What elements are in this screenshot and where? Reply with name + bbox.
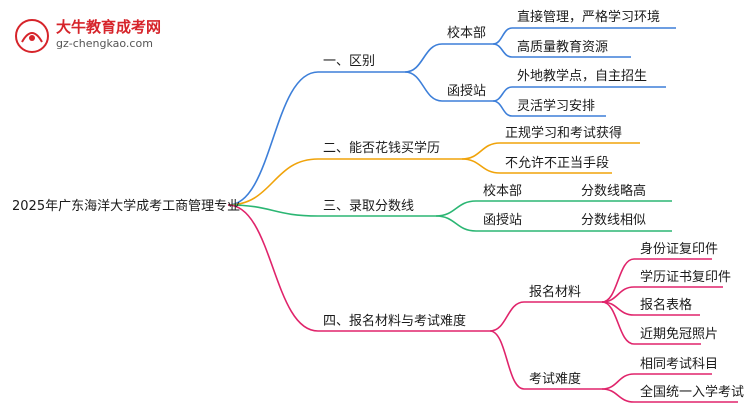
section-3-pair-1-value: 分数线略高 <box>581 184 647 199</box>
link-root-s3 <box>227 204 319 217</box>
section-4-group-1-item-2: 学历证书复印件 <box>640 270 732 285</box>
section-4-group-1-item-3: 报名表格 <box>640 298 693 313</box>
link-root-s4 <box>227 204 319 332</box>
link-root-s1 <box>227 71 319 206</box>
section-1-group-2-label: 函授站 <box>447 84 487 99</box>
link-s4-g2-i1 <box>601 373 635 390</box>
section-2-item-1: 正规学习和考试获得 <box>505 126 623 141</box>
link-s4-g1-i1 <box>601 258 635 303</box>
link-s3-p1 <box>435 200 477 217</box>
section-3-pair-1-label: 校本部 <box>483 184 523 199</box>
link-s1-g2-i1 <box>492 86 513 102</box>
section-1-group-2-item-1: 外地教学点，自主招生 <box>517 69 648 84</box>
section-3-pair-2-value: 分数线相似 <box>581 213 647 228</box>
section-2-item-2: 不允许不正当手段 <box>505 156 610 171</box>
logo-icon <box>15 19 49 53</box>
section-4-group-1-item-4: 近期免冠照片 <box>640 327 719 342</box>
section-4-label: 四、报名材料与考试难度 <box>323 314 467 329</box>
section-3-label: 三、录取分数线 <box>323 199 415 214</box>
link-s4-g1 <box>489 301 525 332</box>
logo-title: 大牛教育成考网 <box>56 18 162 36</box>
section-3-pair-2-label: 函授站 <box>483 213 523 228</box>
section-4-group-2-item-2: 全国统一入学考试 <box>640 385 745 400</box>
section-4-group-2-item-1: 相同考试科目 <box>640 357 719 372</box>
section-1-group-1-item-1: 直接管理，严格学习环境 <box>517 10 661 25</box>
logo-url: gz-chengkao.com <box>56 37 153 50</box>
link-s1-g2 <box>404 71 443 102</box>
link-s2-i1 <box>461 142 501 160</box>
link-s4-g1-i4 <box>601 301 635 345</box>
section-1-label: 一、区别 <box>323 54 376 69</box>
link-s1-g2-i2 <box>492 100 513 117</box>
link-s4-g2 <box>489 330 525 390</box>
section-1-group-1-item-2: 高质量教育资源 <box>517 40 609 55</box>
link-s1-g1-i1 <box>492 27 513 45</box>
link-s3-p2 <box>435 215 477 232</box>
link-s4-g2-i2 <box>601 388 635 403</box>
section-4-group-1-label: 报名材料 <box>529 285 582 300</box>
section-2-label: 二、能否花钱买学历 <box>323 141 441 156</box>
root-topic: 2025年广东海洋大学成考工商管理专业 <box>12 199 241 214</box>
link-root-s2 <box>227 158 319 206</box>
section-4-group-2-label: 考试难度 <box>529 372 582 387</box>
link-s2-i2 <box>461 158 501 174</box>
section-1-group-1-label: 校本部 <box>447 26 487 41</box>
section-4-group-1-item-1: 身份证复印件 <box>640 242 719 257</box>
link-s1-g1-i2 <box>492 43 513 58</box>
link-s1-g1 <box>404 43 443 73</box>
section-1-group-2-item-2: 灵活学习安排 <box>517 99 596 114</box>
